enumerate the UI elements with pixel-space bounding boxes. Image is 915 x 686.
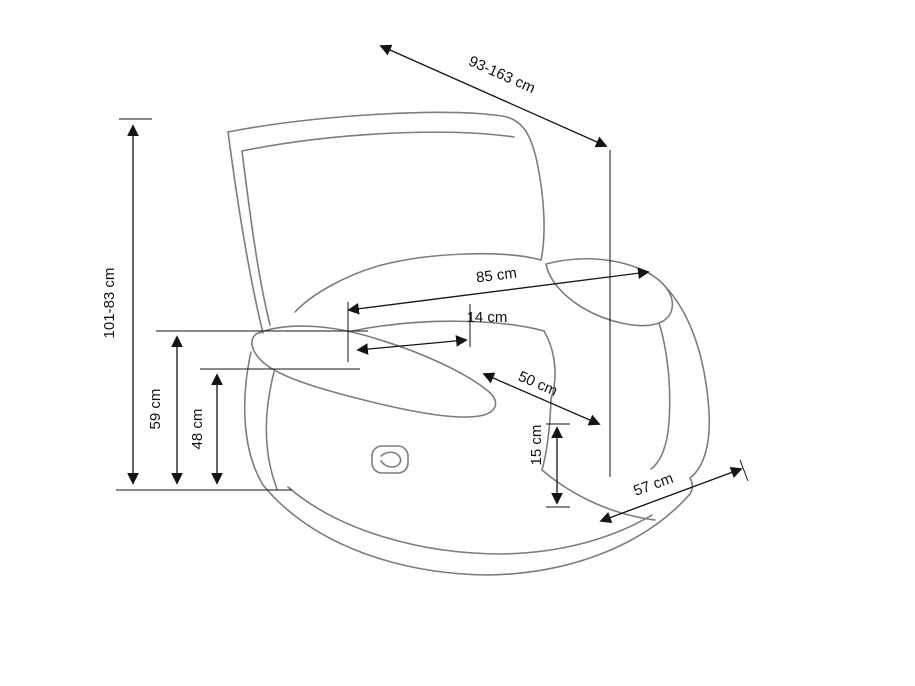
- right-armrest-front-edge: [650, 322, 671, 470]
- dimension-annotations: 101-83 cm 93-163 cm 85 cm 14 cm: [101, 44, 749, 524]
- right-armrest-roll: [545, 258, 674, 327]
- left-armrest-pad: [251, 325, 497, 418]
- dim-seat-height: 48 cm: [189, 368, 360, 485]
- dim-seat-depth: 57 cm: [599, 459, 749, 524]
- dim-57-end-tick: [739, 459, 749, 482]
- dim-height-label: 101-83 cm: [101, 268, 118, 339]
- dim-armrest-thickness: 14 cm: [347, 302, 508, 362]
- recline-lever-handle: [380, 451, 402, 468]
- backrest-top-crease: [241, 131, 515, 152]
- backrest-left-crease: [241, 150, 271, 326]
- dim-seat-width: 50 cm: [482, 368, 601, 426]
- backrest-bottom-sweep: [294, 252, 542, 313]
- seat-top-edge: [351, 320, 545, 332]
- dim-armrest-height: 59 cm: [147, 330, 368, 485]
- dim-height: 101-83 cm: [101, 118, 292, 491]
- base-front-seam: [287, 486, 653, 555]
- dim-depth-line: [379, 44, 608, 148]
- dim-15-label: 15 cm: [528, 425, 545, 466]
- base-bottom-outline: [262, 484, 691, 576]
- dim-50-line: [482, 372, 601, 426]
- recline-lever: [371, 445, 409, 474]
- dim-57-line: [599, 466, 743, 524]
- left-armrest-front-line: [265, 371, 278, 490]
- dim-depth-range: 93-163 cm: [379, 44, 611, 477]
- dim-width: 85 cm: [347, 265, 650, 315]
- dim-14-line: [356, 335, 468, 355]
- dim-depth-label: 93-163 cm: [466, 53, 538, 97]
- backrest-left-edge: [227, 131, 264, 334]
- dim-width-label: 85 cm: [475, 265, 518, 287]
- recliner-drawing: [227, 111, 711, 576]
- base-right-corner: [689, 477, 694, 495]
- dim-14-label: 14 cm: [467, 309, 508, 326]
- dim-48-label: 48 cm: [189, 409, 206, 450]
- right-armrest-outer-edge: [662, 283, 711, 479]
- dim-59-label: 59 cm: [147, 389, 164, 430]
- dim-clearance: 15 cm: [528, 423, 570, 508]
- dim-50-label: 50 cm: [516, 368, 560, 400]
- left-armrest-outer-edge: [243, 351, 264, 486]
- dim-width-line: [347, 267, 650, 315]
